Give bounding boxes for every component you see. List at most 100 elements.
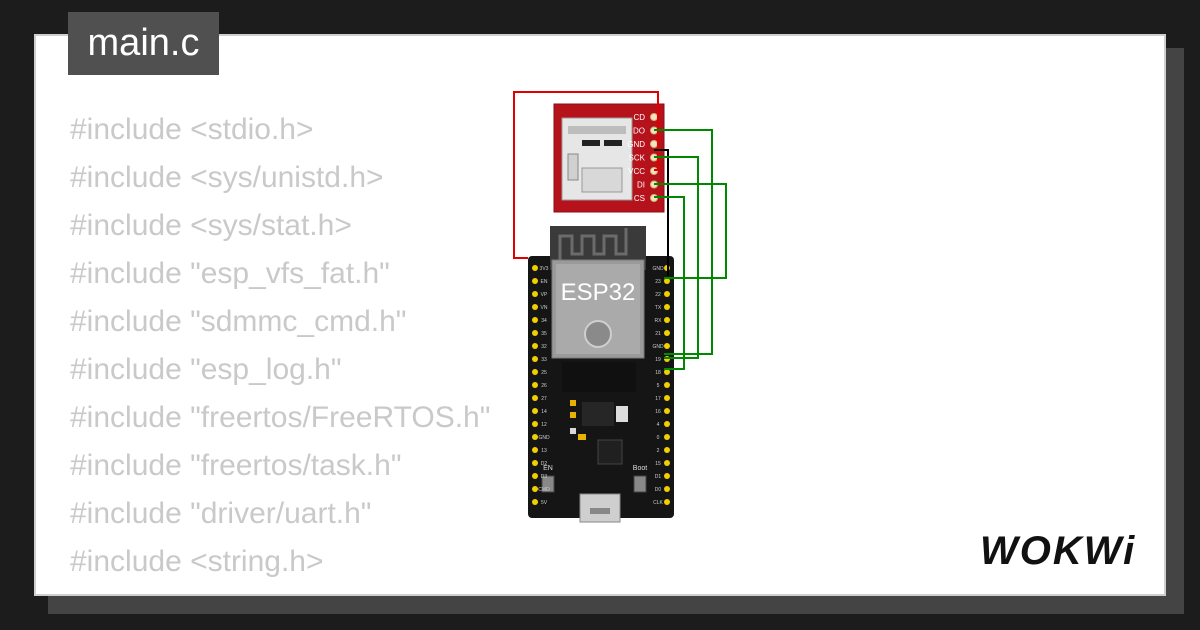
cs-wire: [654, 196, 685, 370]
esp32-pin[interactable]: [664, 304, 670, 310]
esp32-pin[interactable]: [664, 343, 670, 349]
esp32-pin[interactable]: [532, 330, 538, 336]
esp32-pin[interactable]: [532, 421, 538, 427]
code-line: #include "esp_vfs_fat.h": [70, 257, 390, 290]
esp32-pin-label: 26: [541, 383, 547, 389]
boot-button: [633, 475, 647, 493]
esp32-pin[interactable]: [664, 369, 670, 375]
esp32-pin[interactable]: [664, 447, 670, 453]
wokwi-logo-text: WOKWi: [980, 529, 1136, 573]
esp32-pin-label: GND: [652, 344, 664, 350]
esp32-pin-label: EN: [541, 279, 548, 285]
esp32-pin-label: D2: [541, 461, 548, 467]
esp32-pin-label: 34: [541, 318, 547, 324]
boot-button-label: Boot: [633, 465, 647, 472]
esp32-pin-label: D3: [541, 474, 548, 480]
code-line: #include "esp_log.h": [70, 353, 342, 386]
esp32-pin[interactable]: [664, 395, 670, 401]
code-line: #include "driver/gpio.h": [70, 586, 490, 594]
esp32-pin-label: VP: [541, 292, 548, 298]
esp32-pin-label: 18: [655, 370, 661, 376]
esp32-pin-label: 16: [655, 409, 661, 415]
esp32-pin-label: 2: [657, 448, 660, 454]
di-wire: [654, 183, 727, 279]
wokwi-logo: WOKWi: [980, 529, 1136, 573]
esp32-pin[interactable]: [664, 330, 670, 336]
esp32-pin-label: D1: [655, 474, 662, 480]
sd-pin-label: DI: [637, 181, 645, 190]
esp32-pin[interactable]: [532, 343, 538, 349]
esp32-pin[interactable]: [532, 447, 538, 453]
vcc-wire: [513, 91, 659, 259]
en-button: [541, 475, 555, 493]
esp32-pin[interactable]: [532, 278, 538, 284]
esp32-pin[interactable]: [664, 473, 670, 479]
esp32-pin-label: 13: [541, 448, 547, 454]
esp32-pin[interactable]: [532, 434, 538, 440]
sd-pin-label: GND: [627, 140, 645, 149]
esp32-pin-label: 22: [655, 292, 661, 298]
esp32-pin-label: VN: [541, 305, 548, 311]
esp32-pin-label: 14: [541, 409, 547, 415]
esp32-pin[interactable]: [664, 382, 670, 388]
esp32-pin[interactable]: [532, 395, 538, 401]
esp32-pin[interactable]: [664, 460, 670, 466]
code-line: #include "sdmmc_cmd.h": [70, 305, 407, 338]
espressif-logo-icon: [584, 320, 612, 348]
esp32-pin-label: GND: [538, 435, 550, 441]
esp32-pin[interactable]: [532, 304, 538, 310]
esp32-pin[interactable]: [532, 369, 538, 375]
code-line: #include <stdio.h>: [70, 113, 314, 146]
wires: [513, 91, 727, 370]
esp32-pin-label: 15: [655, 461, 661, 467]
code-line: #include <sys/stat.h>: [70, 209, 352, 242]
esp32-pin[interactable]: [664, 317, 670, 323]
code-line: #include "driver/uart.h": [70, 497, 372, 530]
esp32-pin[interactable]: [664, 408, 670, 414]
esp32-pin[interactable]: [664, 434, 670, 440]
esp32-pin-label: 23: [655, 279, 661, 285]
esp32-pin[interactable]: [532, 408, 538, 414]
esp32-pin[interactable]: [532, 460, 538, 466]
esp32-pin-label: 5V: [541, 500, 548, 506]
gnd-wire: [654, 149, 669, 276]
esp32-pin-label: 12: [541, 422, 547, 428]
esp32-pin[interactable]: [664, 486, 670, 492]
esp32-pin[interactable]: [532, 265, 538, 271]
code-preview: #include <stdio.h>#include <sys/unistd.h…: [70, 106, 491, 594]
esp32-pin-label: D0: [655, 487, 662, 493]
sd-pin-label: CD: [633, 113, 645, 122]
code-line: #include "freertos/FreeRTOS.h": [70, 401, 491, 434]
esp32-pin[interactable]: [664, 278, 670, 284]
code-line: #include <string.h>: [70, 545, 324, 578]
esp32-pin-label: TX: [655, 305, 662, 311]
esp32-pin-label: 21: [655, 331, 661, 337]
esp32-pin-label: RX: [655, 318, 663, 324]
esp32-pin[interactable]: [532, 473, 538, 479]
esp32-pin-label: 27: [541, 396, 547, 402]
code-line: #include "freertos/task.h": [70, 449, 402, 482]
esp32-pin[interactable]: [532, 291, 538, 297]
esp32-pin[interactable]: [532, 382, 538, 388]
sd-pin-label: VCC: [628, 167, 645, 176]
esp32-pin-label: 25: [541, 370, 547, 376]
file-tab[interactable]: main.c: [68, 12, 219, 75]
sd-pin-label: SCK: [629, 154, 646, 163]
esp32-pin-label: 33: [541, 357, 547, 363]
esp32-pin-label: 3V3: [540, 266, 549, 272]
esp32-label: ESP32: [561, 279, 636, 306]
sd-pin[interactable]: [650, 113, 658, 121]
esp32-pin[interactable]: [664, 499, 670, 505]
sd-pin[interactable]: [650, 140, 658, 148]
esp32-pin[interactable]: [664, 421, 670, 427]
esp32-pin[interactable]: [532, 499, 538, 505]
esp32-pin-label: 17: [655, 396, 661, 402]
esp32-pin[interactable]: [532, 317, 538, 323]
esp32-pin[interactable]: [532, 486, 538, 492]
esp32-pin-label: CMD: [538, 487, 550, 493]
esp32-pin[interactable]: [532, 356, 538, 362]
esp32-pin[interactable]: [664, 291, 670, 297]
esp32-devkit[interactable]: ESP32 EN Boot 3V3ENVPVN34353233252627141…: [528, 226, 674, 523]
